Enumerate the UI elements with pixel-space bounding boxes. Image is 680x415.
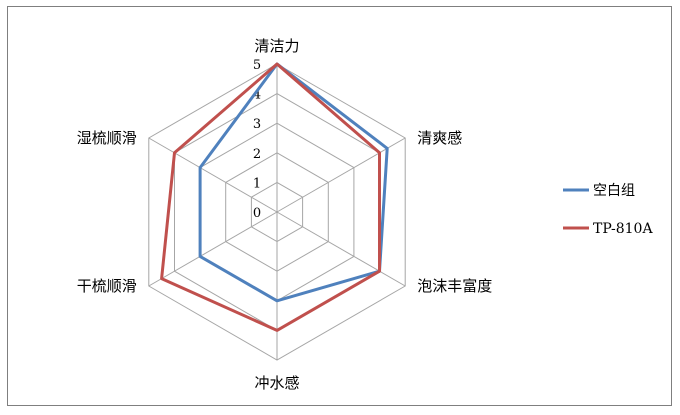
tick-label: 3 <box>253 117 261 132</box>
tick-labels: 0 1 2 3 4 5 <box>253 58 261 221</box>
axis-label: 清洁力 <box>254 37 299 55</box>
axis-label: 干梳顺滑 <box>77 277 137 295</box>
series <box>160 62 389 332</box>
axis-label: 湿梳顺滑 <box>77 129 137 147</box>
tick-label: 4 <box>253 88 261 103</box>
grid-spoke <box>148 137 278 213</box>
axis-label: 冲水感 <box>254 374 299 392</box>
grid <box>148 63 406 361</box>
legend-label: TP-810A <box>593 221 653 237</box>
grid-spoke <box>276 137 406 213</box>
tick-label: 1 <box>253 176 261 191</box>
axis-label: 泡沫丰富度 <box>417 277 492 295</box>
tick-label: 2 <box>253 147 261 162</box>
legend: 空白组 TP-810A <box>563 183 653 237</box>
tick-label: 0 <box>253 206 261 221</box>
tick-label: 5 <box>253 58 261 73</box>
axis-label: 清爽感 <box>417 129 462 147</box>
legend-label: 空白组 <box>593 183 635 199</box>
series-line-1 <box>198 62 389 303</box>
chart-frame <box>7 6 672 406</box>
grid-spoke <box>148 211 278 287</box>
grid-spoke <box>276 211 406 287</box>
series-line-2 <box>160 62 381 332</box>
